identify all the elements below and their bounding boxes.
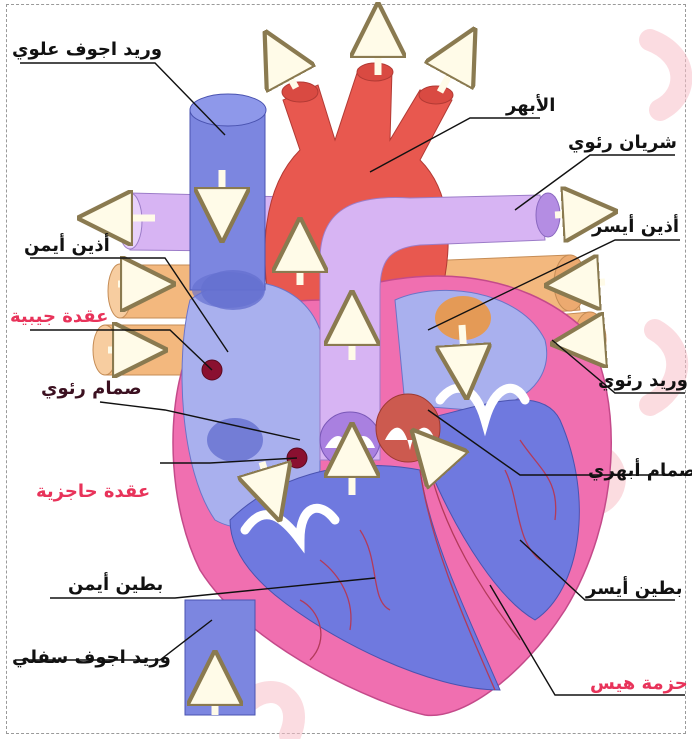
label-av-node: عقدة حاجزية bbox=[36, 481, 150, 503]
label-his-bundle: حزمة هيس bbox=[590, 673, 688, 695]
label-superior-vena-cava: وريد اجوف علوي bbox=[12, 39, 162, 61]
label-inferior-vena-cava: وريد اجوف سفلي bbox=[12, 647, 171, 669]
label-right-ventricle: بطين أيمن bbox=[68, 574, 163, 596]
ra-opening bbox=[201, 270, 265, 310]
label-left-atrium: أذين أيسر bbox=[592, 216, 679, 238]
label-pulmonary-artery: شريان رئوي bbox=[568, 132, 677, 154]
label-pulmonary-valve: صمام رئوي bbox=[41, 378, 142, 400]
inferior-vena-cava bbox=[185, 600, 255, 715]
label-right-atrium: أذين أيمن bbox=[24, 235, 110, 257]
label-aortic-valve: صمام أبهري bbox=[588, 460, 692, 482]
label-left-ventricle: بطين أيسر bbox=[586, 578, 683, 600]
label-pulmonary-vein: وريد رئوي bbox=[598, 370, 688, 392]
superior-vena-cava bbox=[190, 110, 265, 290]
label-aorta: الأبهر bbox=[506, 95, 555, 117]
label-sa-node: عقدة جيبية bbox=[10, 306, 108, 328]
ivc-opening bbox=[207, 418, 263, 462]
